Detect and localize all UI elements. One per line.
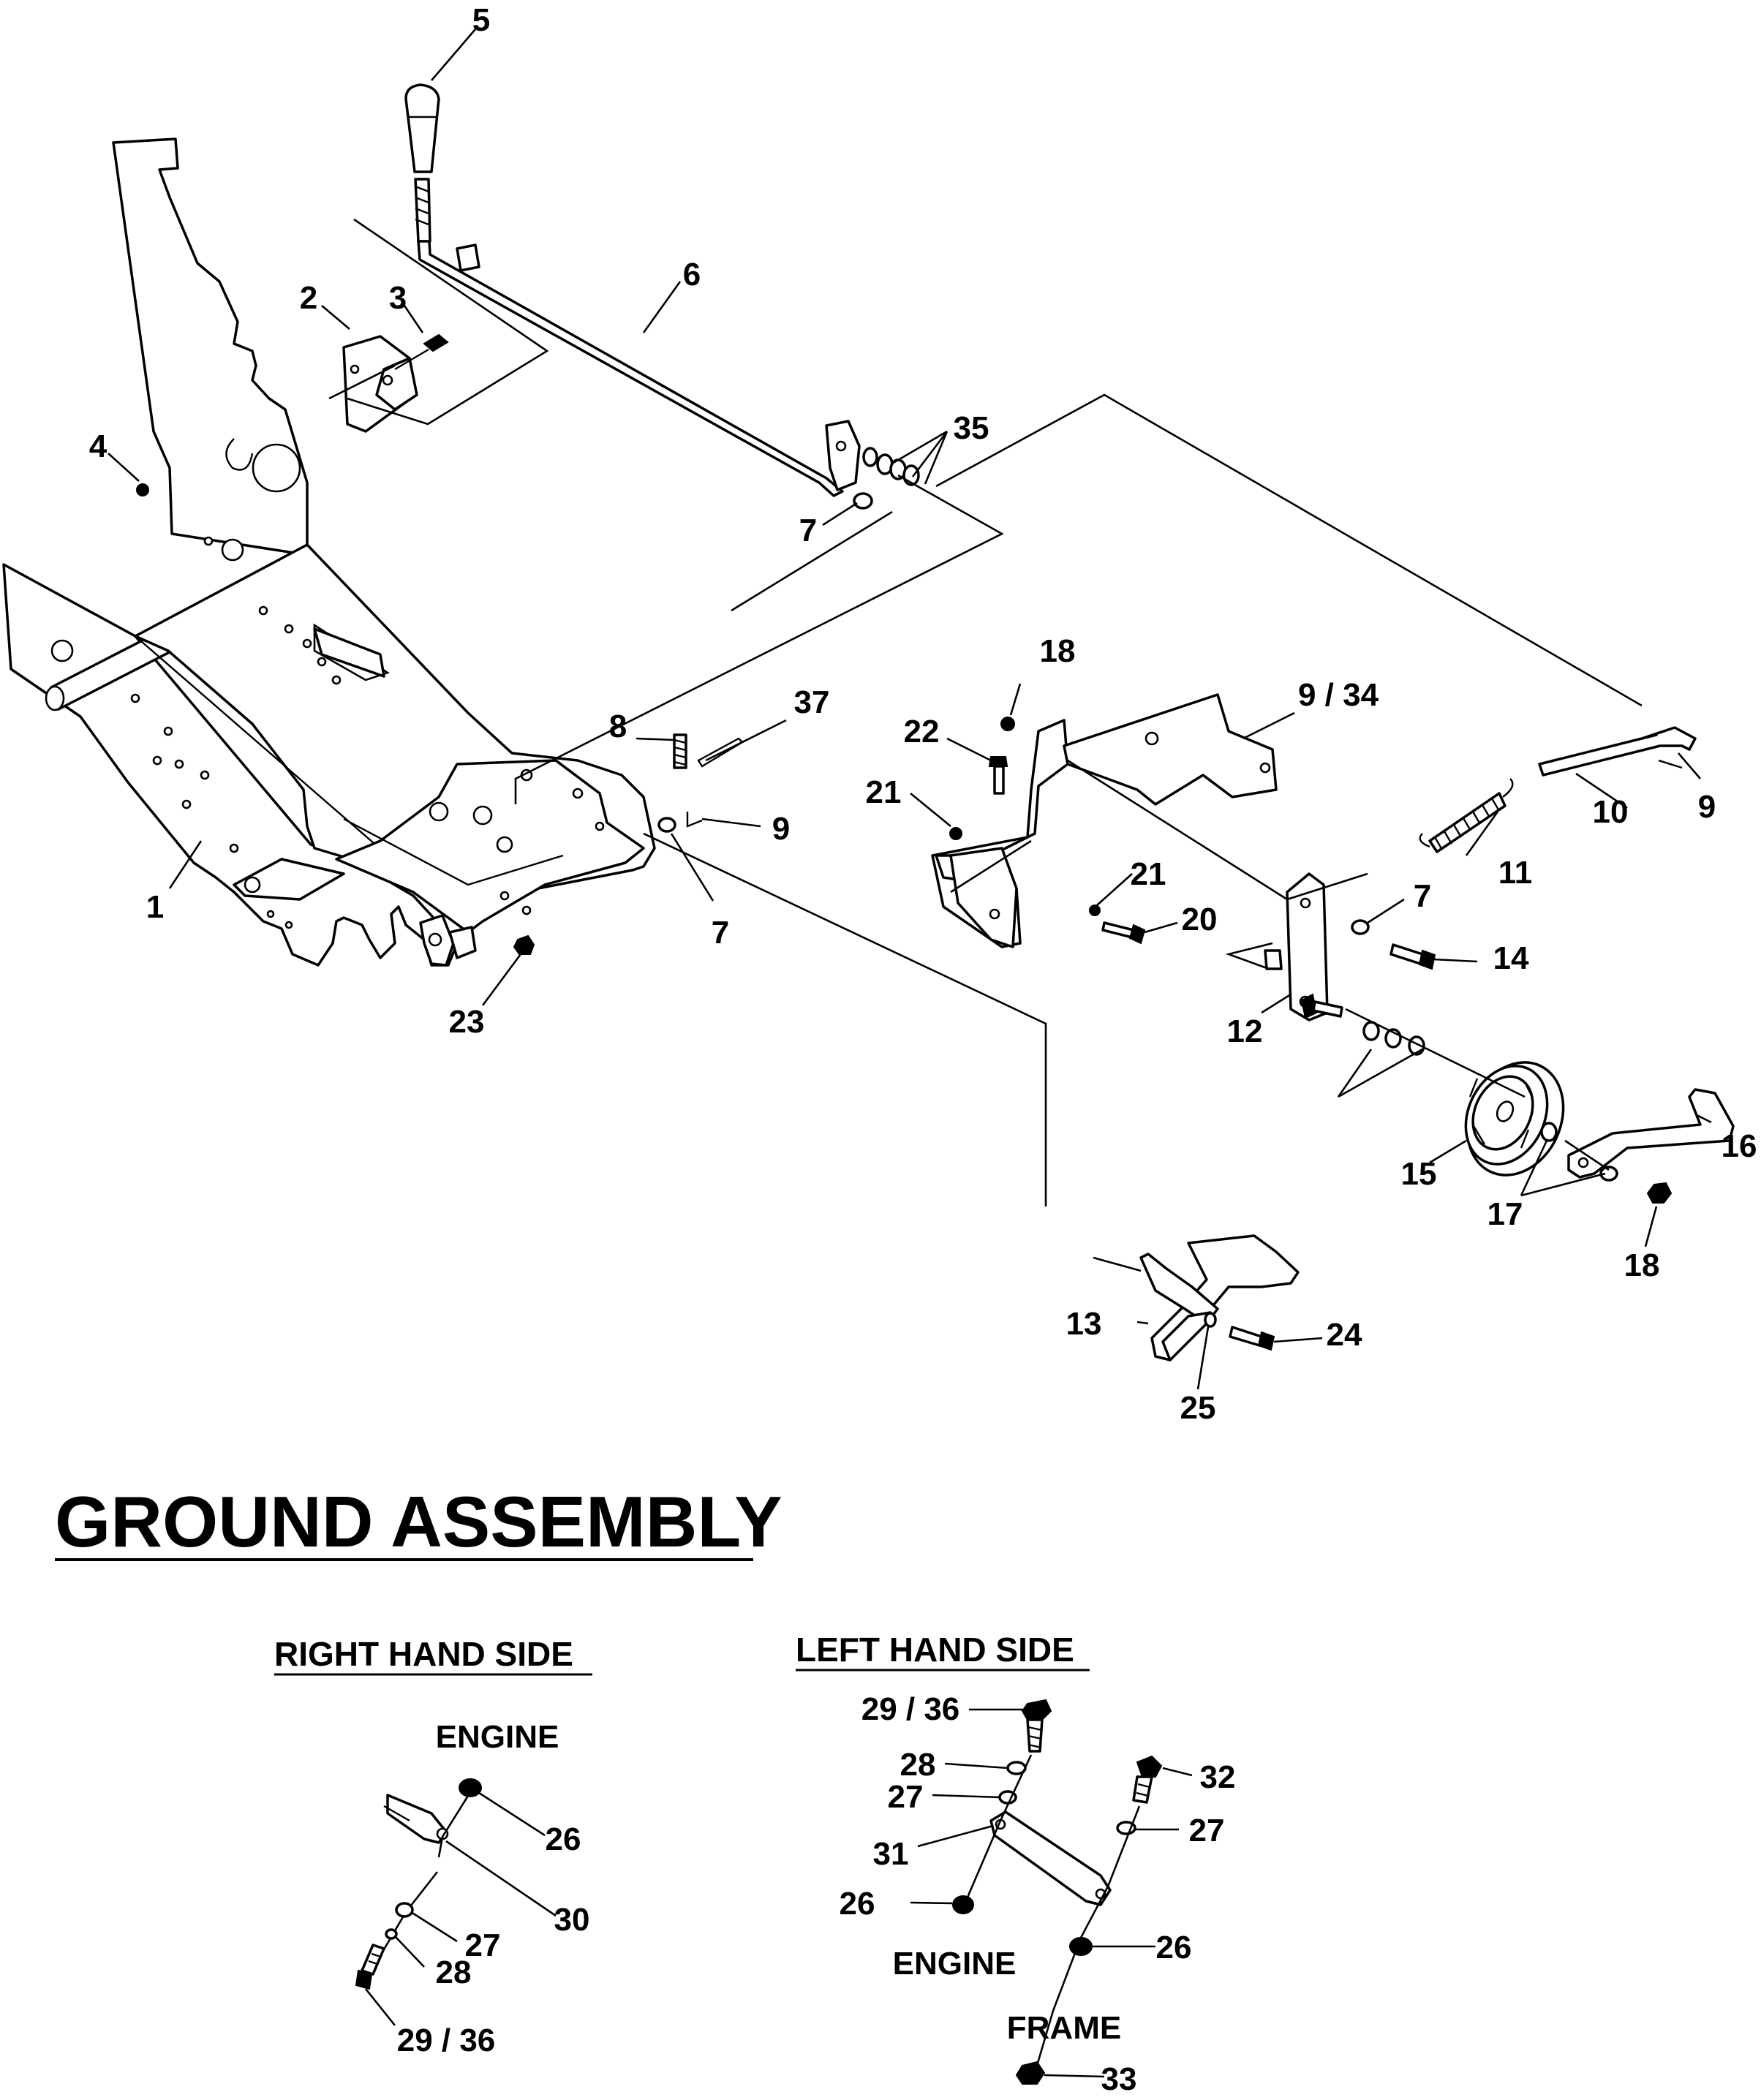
callout-9-34: 9 / 34 bbox=[1298, 677, 1379, 713]
callout-leaders bbox=[108, 29, 1712, 1390]
callout-labels: 5 2 3 4 6 35 7 18 22 9 / 34 21 21 20 7 1… bbox=[89, 2, 1757, 1426]
reference-lines bbox=[328, 218, 1643, 1272]
lh-callout-29-36: 29 / 36 bbox=[861, 1691, 960, 1727]
bolt-14 bbox=[1389, 943, 1436, 970]
pin-9-right bbox=[1658, 759, 1683, 769]
callout-7-top: 7 bbox=[799, 513, 817, 548]
lh-callout-26-b: 26 bbox=[1156, 1930, 1192, 1965]
callout-6: 6 bbox=[683, 257, 701, 292]
callout-11: 11 bbox=[1498, 855, 1533, 891]
callout-22: 22 bbox=[904, 714, 940, 749]
lh-frame-label: FRAME bbox=[1007, 2010, 1121, 2046]
bolt-3 bbox=[394, 333, 449, 371]
callout-24: 24 bbox=[1327, 1317, 1362, 1353]
bolt-20 bbox=[1101, 921, 1146, 945]
rh-callout-30: 30 bbox=[554, 1902, 590, 1938]
rh-callout-27: 27 bbox=[465, 1927, 501, 1963]
pivot-bracket bbox=[825, 420, 861, 491]
washer-7-arm bbox=[1351, 919, 1370, 935]
callout-12: 12 bbox=[1227, 1013, 1263, 1049]
nut-18-bottom bbox=[1646, 1182, 1673, 1204]
bolt-24 bbox=[1229, 1326, 1275, 1351]
brake-band-13 bbox=[1139, 1234, 1300, 1361]
spring-11 bbox=[1419, 778, 1514, 853]
bracket-9-34 bbox=[931, 693, 1278, 948]
callout-23: 23 bbox=[449, 1004, 485, 1040]
lh-callouts: 29 / 36 28 27 31 26 ENGINE 32 27 26 FRAM… bbox=[840, 1691, 1236, 2097]
lh-callout-33: 33 bbox=[1101, 2061, 1137, 2097]
callout-10: 10 bbox=[1593, 794, 1629, 830]
callout-4: 4 bbox=[89, 428, 108, 464]
callout-25: 25 bbox=[1180, 1390, 1216, 1426]
rh-callout-28: 28 bbox=[436, 1954, 472, 1990]
washer-17-b bbox=[1599, 1166, 1618, 1182]
callout-14: 14 bbox=[1493, 940, 1529, 976]
section-right-hand-side: RIGHT HAND SIDE bbox=[274, 1635, 573, 1673]
spacers bbox=[1362, 1021, 1425, 1056]
lh-callout-27-a: 27 bbox=[888, 1779, 924, 1815]
bolt-22 bbox=[988, 756, 1008, 795]
callout-18-top: 18 bbox=[1040, 633, 1076, 669]
washer-17-a bbox=[1540, 1122, 1558, 1142]
callout-8: 8 bbox=[609, 709, 627, 744]
lh-callout-28: 28 bbox=[900, 1747, 936, 1783]
callout-1: 1 bbox=[146, 889, 164, 925]
lh-callout-32: 32 bbox=[1200, 1759, 1236, 1795]
bracket-2 bbox=[342, 335, 418, 433]
lh-engine-label: ENGINE bbox=[893, 1946, 1017, 1982]
main-frame bbox=[2, 137, 656, 967]
bracket-16 bbox=[1567, 1088, 1735, 1179]
rh-callout-29-36: 29 / 36 bbox=[397, 2022, 496, 2058]
callout-21-left: 21 bbox=[866, 774, 902, 810]
rod-tab bbox=[456, 243, 480, 272]
lh-callout-31: 31 bbox=[873, 1836, 909, 1872]
nut-4 bbox=[136, 483, 149, 496]
callout-37: 37 bbox=[794, 684, 830, 720]
callout-20: 20 bbox=[1182, 902, 1218, 937]
callout-2: 2 bbox=[300, 280, 317, 316]
nut-18-top bbox=[1000, 717, 1015, 731]
rh-detail bbox=[355, 1778, 482, 1990]
washer-7-top bbox=[853, 492, 873, 510]
nut-21-left bbox=[949, 827, 962, 840]
rh-callouts: ENGINE 26 30 27 28 29 / 36 bbox=[364, 1719, 590, 2058]
bolt-12 bbox=[1300, 993, 1343, 1019]
callout-17: 17 bbox=[1487, 1196, 1523, 1232]
washer-25 bbox=[1204, 1312, 1217, 1328]
callout-7-arm: 7 bbox=[1414, 878, 1431, 914]
rh-callout-26: 26 bbox=[546, 1821, 581, 1857]
callout-7-frame: 7 bbox=[712, 915, 729, 951]
shift-knob-5 bbox=[404, 83, 440, 243]
nut-21-right bbox=[1089, 904, 1101, 916]
pin-9-left bbox=[686, 812, 703, 828]
washer-7-frame bbox=[657, 817, 676, 833]
shift-rod-6 bbox=[417, 240, 844, 497]
lh-detail bbox=[952, 1699, 1163, 2085]
section-left-hand-side: LEFT HAND SIDE bbox=[796, 1631, 1074, 1669]
rod-10 bbox=[1538, 726, 1697, 777]
callout-35: 35 bbox=[954, 410, 989, 446]
lh-callout-26-a: 26 bbox=[840, 1886, 875, 1922]
page-title: GROUND ASSEMBLY bbox=[55, 1481, 783, 1562]
nut-23 bbox=[513, 934, 535, 955]
pulley-15 bbox=[1464, 1061, 1565, 1176]
callout-16: 16 bbox=[1722, 1128, 1757, 1164]
lh-callout-27-b: 27 bbox=[1189, 1813, 1225, 1848]
rh-engine-label: ENGINE bbox=[436, 1719, 559, 1755]
spring-8 bbox=[673, 733, 687, 769]
callout-18-bottom: 18 bbox=[1624, 1247, 1660, 1283]
callout-15: 15 bbox=[1401, 1156, 1437, 1192]
bracket-12-tab bbox=[1264, 949, 1283, 970]
callout-5: 5 bbox=[472, 2, 490, 38]
callout-9-right: 9 bbox=[1698, 789, 1716, 825]
callout-3: 3 bbox=[389, 280, 407, 316]
callout-9-left: 9 bbox=[772, 811, 790, 847]
callout-21-right: 21 bbox=[1131, 856, 1166, 892]
callout-13: 13 bbox=[1066, 1306, 1102, 1342]
